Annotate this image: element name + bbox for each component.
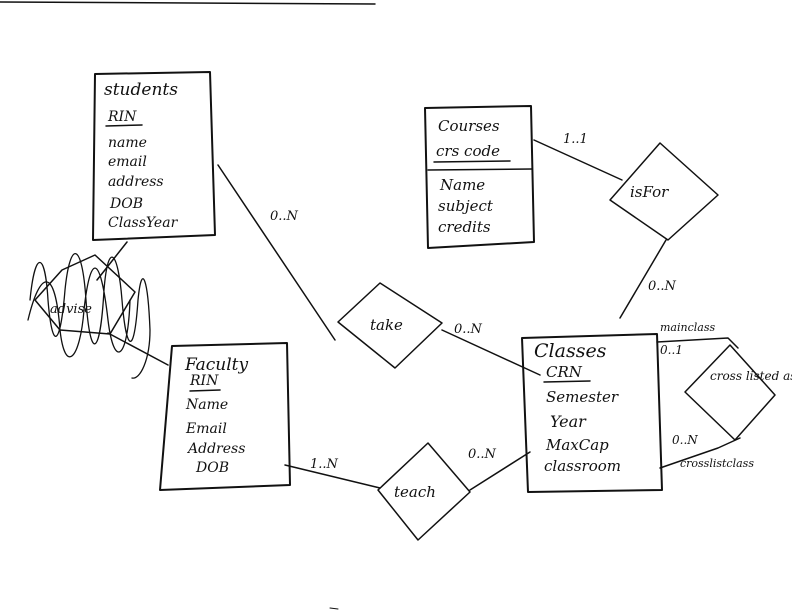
entity-classes: Classes CRN Semester Year MaxCap classro… — [521, 333, 663, 493]
courses-box — [424, 105, 535, 249]
teach-label: teach — [394, 483, 436, 501]
faculty-attr-email: Email — [185, 421, 227, 437]
students-key-underline — [105, 124, 143, 127]
crosslist-line-cross — [659, 437, 741, 469]
advise-line-faculty — [107, 332, 169, 366]
courses-attr-name: Name — [439, 176, 485, 194]
advise-label: advise — [50, 302, 92, 317]
crosslist-diamond — [684, 344, 776, 441]
advise-line-students — [96, 241, 128, 281]
courses-divider — [427, 168, 533, 171]
courses-title: Courses — [438, 117, 500, 135]
role-cross: crosslistclass — [680, 457, 754, 470]
entity-faculty: Faculty RIN Name Email Address DOB — [159, 342, 291, 491]
classes-box — [521, 333, 663, 493]
faculty-attr-rin: RIN — [189, 373, 219, 389]
card-crosslist-cross: 0..N — [672, 433, 698, 447]
entity-students: students RIN name email address DOB Clas… — [92, 71, 216, 241]
courses-attr-crscode: crs code — [436, 142, 500, 160]
entity-courses: Courses crs code Name subject credits — [424, 105, 535, 249]
classes-attr-semester: Semester — [546, 388, 619, 406]
students-attr-email: email — [108, 154, 147, 170]
take-label: take — [370, 316, 403, 334]
stray-mark — [329, 607, 339, 610]
faculty-box — [159, 342, 291, 491]
isfor-line-courses — [533, 139, 623, 181]
take-line-classes — [441, 329, 541, 376]
faculty-attr-address: Address — [186, 441, 245, 457]
page-edge-line — [0, 1, 376, 5]
students-attr-rin: RIN — [107, 109, 137, 125]
crosslist-label: cross listed as — [710, 369, 792, 383]
teach-line-classes — [469, 451, 531, 491]
relationship-teach: teach 1..N 0..N — [284, 442, 531, 541]
classes-title: Classes — [534, 340, 607, 362]
relationship-crosslisted: cross listed as mainclass 0..1 0..N cros… — [656, 321, 792, 470]
courses-attr-subject: subject — [438, 197, 494, 215]
card-courses-isfor: 1..1 — [563, 132, 588, 147]
classes-attr-year: Year — [550, 412, 587, 431]
isfor-label: isFor — [630, 183, 669, 201]
card-take-classes: 0..N — [454, 322, 483, 337]
faculty-attr-name: Name — [185, 397, 228, 413]
faculty-key-underline — [189, 389, 221, 392]
students-attr-address: address — [108, 174, 164, 190]
classes-attr-crn: CRN — [546, 363, 583, 381]
students-attr-dob: DOB — [109, 196, 143, 212]
classes-attr-classroom: classroom — [544, 457, 621, 475]
students-attr-name: name — [108, 135, 147, 151]
take-line-students — [217, 164, 336, 341]
teach-diamond — [377, 442, 471, 541]
card-crosslist-main: 0..1 — [660, 343, 683, 357]
card-students-take: 0..N — [270, 209, 299, 224]
relationship-isfor: isFor 1..1 0..N — [533, 132, 719, 319]
faculty-title: Faculty — [184, 355, 249, 375]
take-diamond — [337, 282, 443, 369]
teach-line-faculty — [284, 464, 381, 489]
courses-key-underline — [433, 160, 511, 163]
students-box — [92, 71, 216, 241]
card-teach-classes: 0..N — [468, 447, 497, 462]
students-attr-classyear: ClassYear — [108, 215, 179, 231]
classes-key-underline — [543, 380, 591, 383]
courses-attr-credits: credits — [438, 218, 491, 236]
students-title: students — [104, 80, 178, 100]
isfor-diamond — [609, 142, 719, 241]
crosslist-line-main — [656, 337, 739, 349]
faculty-attr-dob: DOB — [195, 460, 229, 476]
card-isfor-classes: 0..N — [648, 279, 677, 294]
role-main: mainclass — [660, 321, 715, 334]
card-faculty-teach: 1..N — [310, 457, 339, 472]
relationship-advise: advise — [27, 241, 169, 379]
relationship-take: take 0..N 0..N — [217, 164, 541, 376]
isfor-line-classes — [619, 239, 667, 319]
advise-scribble — [27, 253, 151, 379]
classes-attr-maxcap: MaxCap — [545, 436, 609, 454]
